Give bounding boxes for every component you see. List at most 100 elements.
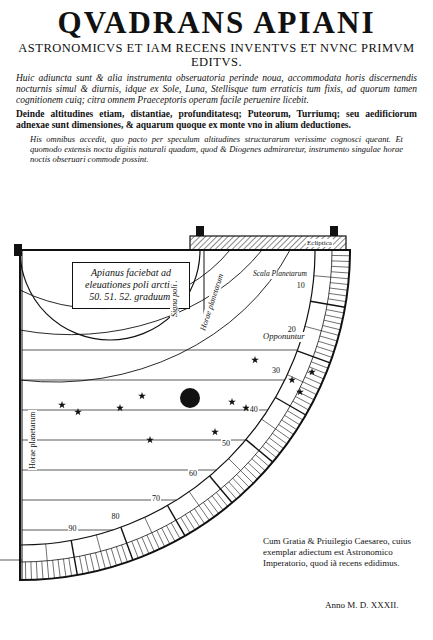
subtitle: ASTRONOMICVS ET IAM RECENS INVENTVS ET N… [16, 41, 417, 69]
sighting-bar [14, 226, 346, 256]
scale-tick [168, 505, 186, 535]
star-mark [211, 428, 219, 435]
star-mark [138, 392, 146, 399]
scale-tick [237, 474, 250, 487]
scale-tick [287, 375, 319, 390]
scale-tick [311, 301, 345, 307]
scale-number: 60 [188, 469, 198, 478]
star-mark [288, 376, 296, 383]
scale-tick [315, 352, 332, 358]
scale-tick [203, 502, 214, 517]
scale-tick [318, 341, 335, 346]
scale-tick [332, 260, 350, 262]
parallel-line [22, 440, 246, 441]
colophon: Anno M. D. XXXII. [324, 600, 400, 610]
scale-tick [42, 561, 43, 579]
star-mark [58, 401, 66, 408]
scale-tick [106, 550, 111, 567]
scale-tick [147, 535, 154, 551]
scale-tick [328, 299, 346, 302]
scale-tick [314, 276, 349, 279]
inscription-text: Apianus faciebat ad eleuationes poli arc… [78, 267, 184, 303]
scale-tick [248, 463, 261, 475]
scale-tick [162, 528, 170, 544]
instrument-label: Signa poli [170, 283, 179, 318]
scale-tick [317, 346, 334, 352]
star-mark [146, 436, 154, 443]
parallel-line [0, 560, 22, 561]
scale-tick [116, 547, 122, 564]
scale-tick [46, 544, 49, 579]
scale-number: 80 [111, 512, 121, 521]
scale-tick [330, 288, 348, 290]
scale-tick [323, 325, 340, 329]
scale-tick [216, 492, 227, 506]
scale-tick [320, 336, 337, 341]
instrument-label: Ecliptica [306, 239, 333, 247]
quadrant-frame [20, 250, 350, 580]
scale-tick [171, 523, 180, 539]
scale-tick [305, 326, 339, 335]
sun-disc [180, 388, 200, 408]
scale-tick [305, 377, 321, 384]
star-mark [228, 398, 236, 405]
scale-tick [122, 545, 128, 562]
scale-tick [332, 266, 350, 268]
star-mark [296, 388, 304, 395]
scale-tick [132, 541, 138, 558]
scale-tick [295, 396, 311, 404]
instrument-label: Opponuntur [262, 332, 306, 342]
scale-tick [246, 440, 273, 462]
scale-number: 90 [68, 524, 78, 533]
scale-tick [95, 553, 99, 570]
instrument-label: Scala Planetarum [252, 270, 308, 279]
scale-tick [71, 541, 77, 575]
scale-tick [80, 556, 83, 574]
scale-tick [96, 535, 105, 569]
instrument-label: Horae planetarum [28, 410, 37, 470]
scale-number: 10 [296, 281, 306, 290]
star-mark [308, 368, 316, 375]
scale-tick [30, 562, 32, 580]
star-marks [58, 356, 316, 443]
parallel-line [22, 380, 285, 381]
page-title: QVADRANS APIANI [16, 6, 417, 40]
scale-tick [166, 525, 174, 541]
colophon: Cum Gratia & Priuilegio Caesareo, cuius … [262, 536, 426, 569]
scale-tick [326, 310, 344, 313]
parallel-lines [0, 350, 298, 560]
intro-paragraph: Deinde altitudines etiam, distantiae, pr… [16, 109, 417, 131]
degree-scale [20, 250, 350, 580]
scale-tick [90, 554, 94, 572]
intro-paragraph: His omnibus accedit, quo pacto per specu… [16, 134, 417, 164]
scale-number: 40 [249, 405, 259, 414]
scale-tick [58, 560, 60, 578]
scale-tick [210, 476, 232, 503]
scale-tick [53, 560, 55, 578]
instrument-label: Horae planetarum [198, 272, 226, 333]
scale-tick [324, 320, 342, 324]
scale-tick [297, 351, 330, 363]
scale-tick [157, 530, 165, 546]
scale-tick [85, 555, 89, 573]
scale-tick [244, 467, 257, 480]
star-mark [74, 408, 82, 415]
scale-tick [111, 548, 116, 565]
scale-tick [145, 517, 160, 549]
scale-tick [137, 539, 144, 556]
scale-tick [272, 433, 287, 444]
scale-tick [229, 459, 254, 484]
intro-paragraph: Huic adiuncta sunt & alia instrumenta ob… [16, 73, 417, 106]
scale-tick [329, 293, 347, 296]
scale-tick [233, 478, 245, 491]
star-mark [251, 356, 259, 363]
scale-tick [121, 527, 133, 560]
title-block: QVADRANS APIANIASTRONOMICVS ET IAM RECEN… [16, 6, 417, 164]
scale-number: 70 [151, 494, 161, 503]
scale-tick [255, 455, 269, 467]
scale-number: 30 [271, 366, 281, 375]
scale-tick [311, 362, 328, 368]
scale-number: 20 [287, 325, 297, 334]
scale-tick [269, 438, 283, 449]
parallel-line [22, 350, 298, 351]
